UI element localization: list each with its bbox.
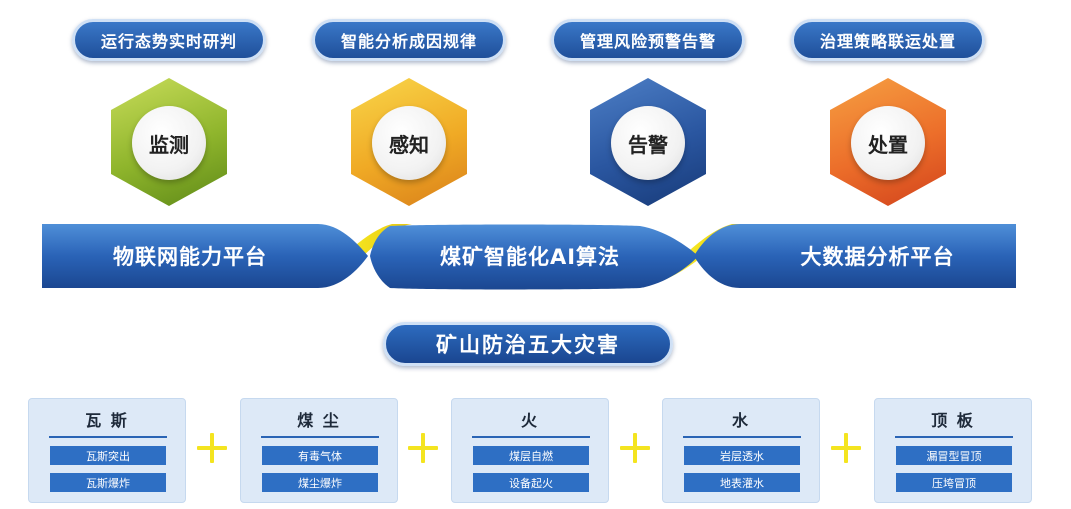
disaster-card-fire: 火 煤层自燃 设备起火	[451, 398, 609, 503]
disaster-card-title: 瓦 斯	[85, 411, 129, 430]
card-divider	[472, 436, 590, 438]
plus-icon	[408, 433, 438, 463]
hexagon-label-dispose: 处置	[851, 106, 925, 180]
top-pill-3: 管理风险预警告警	[551, 19, 745, 61]
ribbon-segment-2	[370, 224, 698, 290]
plus-icon	[197, 433, 227, 463]
hexagon-label-alarm: 告警	[611, 106, 685, 180]
disaster-card-title: 煤 尘	[297, 411, 341, 430]
platform-big-data: 大数据分析平台	[800, 245, 955, 269]
card-divider	[683, 436, 801, 438]
card-divider	[895, 436, 1013, 438]
card-divider	[49, 436, 167, 438]
platform-ribbon	[42, 224, 1016, 290]
ribbon-segment-1	[42, 224, 368, 288]
disaster-card-gas: 瓦 斯 瓦斯突出 瓦斯爆炸	[28, 398, 186, 503]
top-pill-1: 运行态势实时研判	[72, 19, 266, 61]
top-pill-4: 治理策略联运处置	[791, 19, 985, 61]
disaster-card-coal-dust: 煤 尘 有毒气体 煤尘爆炸	[240, 398, 398, 503]
disaster-item: 压垮冒顶	[896, 473, 1012, 492]
platform-iot: 物联网能力平台	[113, 245, 267, 269]
ribbon-segment-3	[694, 224, 1016, 288]
disaster-item: 煤层自燃	[473, 446, 589, 465]
disaster-item: 设备起火	[473, 473, 589, 492]
disaster-card-roof: 顶 板 漏冒型冒顶 压垮冒顶	[874, 398, 1032, 503]
disaster-item: 地表灌水	[684, 473, 800, 492]
plus-icon	[620, 433, 650, 463]
disaster-card-water: 水 岩层透水 地表灌水	[662, 398, 820, 503]
platform-ai-algorithm: 煤矿智能化AI算法	[439, 245, 621, 269]
disaster-item: 煤尘爆炸	[262, 473, 378, 492]
disaster-card-title: 火	[520, 411, 539, 430]
hexagon-label-perceive: 感知	[372, 106, 446, 180]
disaster-item: 瓦斯爆炸	[50, 473, 166, 492]
disaster-card-title: 顶 板	[931, 411, 975, 430]
disaster-prevention-title: 矿山防治五大灾害	[383, 322, 673, 366]
disaster-card-title: 水	[731, 411, 750, 430]
disaster-item: 有毒气体	[262, 446, 378, 465]
disaster-item: 瓦斯突出	[50, 446, 166, 465]
card-divider	[261, 436, 379, 438]
hexagon-label-monitor: 监测	[132, 106, 206, 180]
disaster-item: 漏冒型冒顶	[896, 446, 1012, 465]
top-pill-2: 智能分析成因规律	[312, 19, 506, 61]
disaster-item: 岩层透水	[684, 446, 800, 465]
plus-icon	[831, 433, 861, 463]
